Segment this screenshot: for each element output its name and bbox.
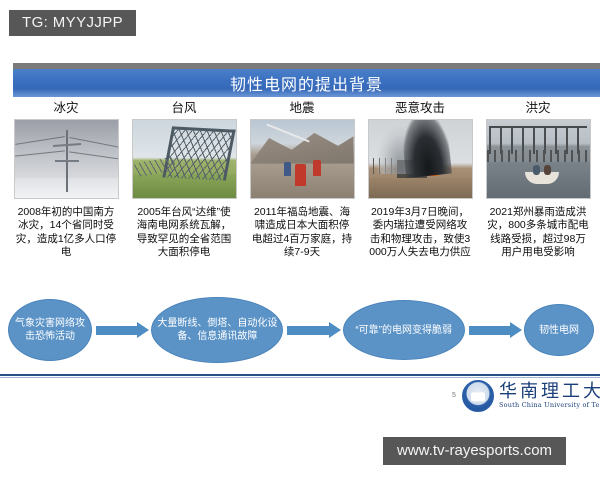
disaster-card-text: 2011年福岛地震、海啸造成日本大面积停电超过4百万家庭，持续7-9天 bbox=[251, 205, 353, 259]
university-name-en: South China University of Technology bbox=[499, 400, 600, 409]
arrow-head-icon bbox=[509, 322, 522, 338]
boat-person bbox=[532, 164, 540, 175]
flow-node-fragile-grid: “可靠”的电网变得脆弱 bbox=[342, 300, 465, 360]
disaster-card-earthquake: 地震 2011年福岛地震、海啸造成日本大面积停电超过4百万家庭，持续7-9天 bbox=[246, 102, 358, 260]
footer-divider-primary bbox=[0, 374, 600, 376]
substation-frame bbox=[488, 125, 587, 154]
slide-title: 韧性电网的提出背景 bbox=[229, 77, 383, 94]
page-number: 5 bbox=[452, 392, 456, 399]
mountain-backdrop bbox=[250, 132, 354, 164]
collapsed-pylon-photo bbox=[131, 118, 237, 199]
ice-covered-transmission-tower-photo bbox=[13, 118, 119, 199]
ground bbox=[368, 177, 472, 198]
university-logo: 华南理工大学 South China University of Technol… bbox=[462, 380, 600, 412]
flow-arrow-1 bbox=[94, 322, 150, 338]
power-line bbox=[14, 149, 65, 157]
earthquake-rescue-photo bbox=[249, 118, 355, 199]
rescue-worker bbox=[312, 159, 321, 176]
disaster-card-text: 2019年3月7日晚间，委内瑞拉遭受网络攻击和物理攻击，致使3000万人失去电力… bbox=[369, 205, 471, 259]
arrow-shaft bbox=[468, 326, 511, 335]
arrow-shaft bbox=[96, 326, 139, 335]
causal-flow-diagram: 气象灾害网络攻击恐怖活动 大量断线、倒塔、自动化设备、信息通讯故障 “可靠”的电… bbox=[8, 294, 594, 366]
rescue-worker bbox=[283, 161, 291, 176]
flow-node-failures: 大量断线、倒塔、自动化设备、信息通讯故障 bbox=[151, 297, 284, 363]
slide-canvas: 韧性电网的提出背景 冰灾 2008年初的中国南方冰灾，14个省同时受灾，造成1亿… bbox=[0, 58, 600, 426]
university-name-cn: 华南理工大学 bbox=[499, 380, 600, 402]
flow-arrow-3 bbox=[467, 322, 522, 338]
collapsed-pylon bbox=[161, 125, 236, 181]
disaster-card-text: 2008年初的中国南方冰灾，14个省同时受灾，造成1亿多人口停电 bbox=[15, 205, 117, 259]
disaster-card-flood: 洪灾 2021郑州暴雨造成洪灾，800多条城市配电线路受损，超过98万用户用电受… bbox=[482, 102, 594, 260]
disaster-card-attack: 恶意攻击 2019年3月7日晚间，委内瑞拉遭受网络攻击和物理攻击，致使3000万… bbox=[364, 102, 476, 260]
transmission-tower bbox=[54, 129, 79, 192]
disaster-card-typhoon: 台风 2005年台风“达维”使海南电网系统瓦解，导致罕见的全省范围大面积停电 bbox=[128, 102, 240, 260]
disaster-card-text: 2021郑州暴雨造成洪灾，800多条城市配电线路受损，超过98万用户用电受影响 bbox=[487, 205, 589, 259]
power-line bbox=[14, 135, 65, 145]
substation-fire-photo bbox=[367, 118, 473, 199]
disaster-card-header: 冰灾 bbox=[53, 101, 79, 115]
boat-person bbox=[543, 164, 551, 175]
power-line bbox=[68, 150, 118, 160]
flow-arrow-2 bbox=[285, 322, 341, 338]
disaster-card-row: 冰灾 2008年初的中国南方冰灾，14个省同时受灾，造成1亿多人口停电 台风 2… bbox=[10, 102, 594, 260]
arrow-shaft bbox=[287, 326, 330, 335]
top-watermark-badge: TG: MYYJJPP bbox=[9, 10, 137, 36]
disaster-card-header: 洪灾 bbox=[525, 101, 551, 115]
flow-node-resilient-grid: 韧性电网 bbox=[523, 304, 594, 356]
arrow-head-icon bbox=[328, 322, 341, 338]
rescue-worker bbox=[294, 163, 306, 186]
disaster-card-header: 台风 bbox=[171, 101, 197, 115]
slide-title-bar: 韧性电网的提出背景 bbox=[13, 69, 600, 97]
crane-boom bbox=[265, 122, 310, 143]
university-seal-icon bbox=[462, 380, 494, 412]
power-line bbox=[68, 136, 118, 148]
flow-node-causes: 气象灾害网络攻击恐怖活动 bbox=[8, 299, 92, 361]
disaster-card-text: 2005年台风“达维”使海南电网系统瓦解，导致罕见的全省范围大面积停电 bbox=[136, 205, 232, 259]
rescue-boat bbox=[524, 171, 559, 184]
university-logo-text: 华南理工大学 South China University of Technol… bbox=[499, 380, 600, 410]
arrow-head-icon bbox=[137, 322, 150, 338]
black-smoke-plume bbox=[399, 119, 452, 178]
site-watermark-badge: www.tv-rayesports.com bbox=[383, 437, 567, 465]
disaster-card-header: 恶意攻击 bbox=[394, 101, 445, 115]
title-bar-accent-strip bbox=[13, 63, 600, 69]
footer-divider-secondary bbox=[0, 377, 600, 378]
disaster-card-header: 地震 bbox=[289, 101, 315, 115]
flooded-substation-photo bbox=[485, 118, 591, 199]
disaster-card-ice: 冰灾 2008年初的中国南方冰灾，14个省同时受灾，造成1亿多人口停电 bbox=[10, 102, 122, 260]
